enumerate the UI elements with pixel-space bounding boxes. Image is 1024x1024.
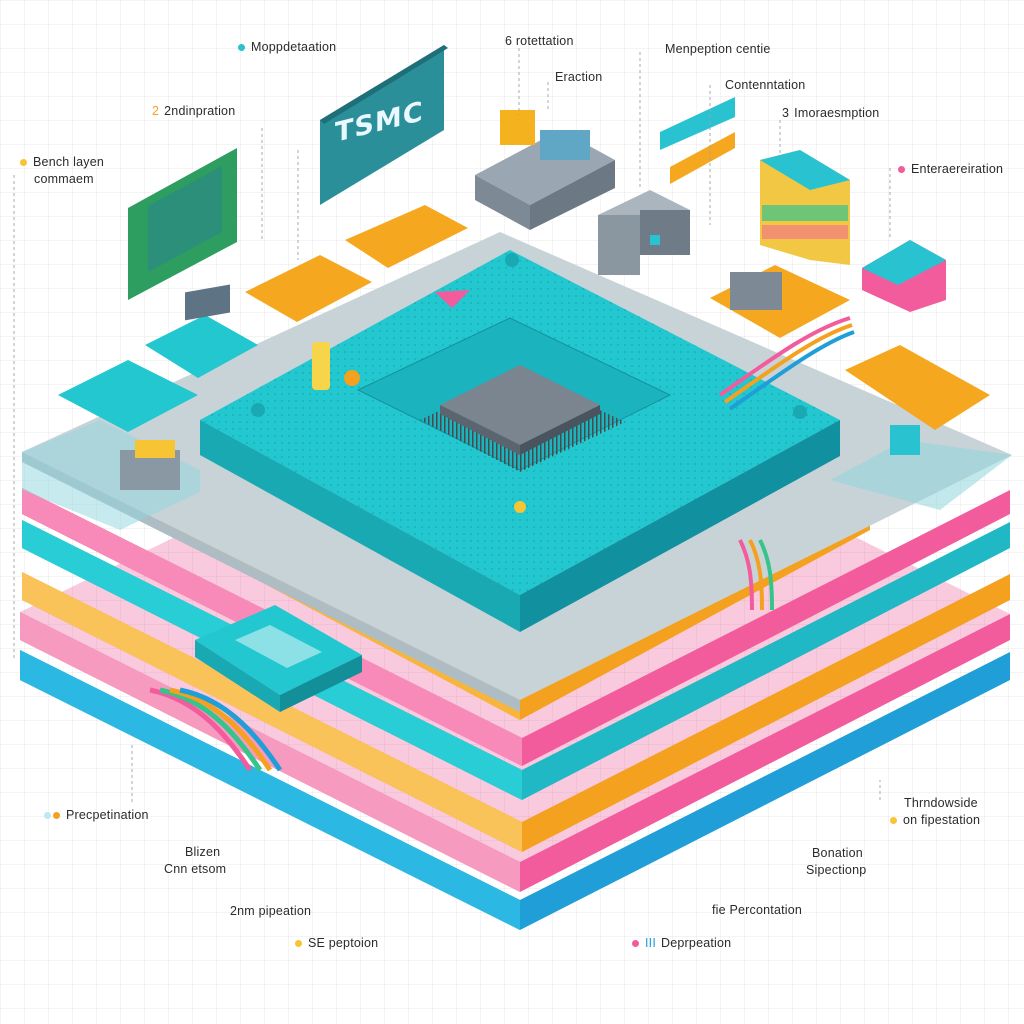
label-top-right: Menpeption centie <box>665 42 771 56</box>
label-bonation: Bonation <box>812 846 863 860</box>
chip-module-inset <box>195 605 362 712</box>
orange-pad-right-2 <box>845 345 990 430</box>
layer-orange-2 <box>22 572 1010 852</box>
label-bench-layer: Bench layen <box>20 155 104 169</box>
dot-icon <box>53 812 60 820</box>
teal-module <box>145 315 258 378</box>
factory-equipment <box>475 110 690 275</box>
orange-pad-2 <box>345 205 468 268</box>
processor-die <box>420 365 625 472</box>
tsmc-panel <box>320 45 448 205</box>
label-sipectionp: Sipectionp <box>806 863 867 877</box>
label-contentation: Contenntation <box>725 78 806 92</box>
label-thrndowside: Thrndowside <box>904 796 978 810</box>
label-top-center: Moppdetaation <box>238 40 336 54</box>
dot-icon <box>898 166 905 174</box>
label-bench-layer-2: commaem <box>34 172 94 186</box>
label-fie-percontation: fie Percontation <box>712 903 803 917</box>
layer-blue-bottom <box>20 650 1010 930</box>
label-enteraction: Enteraereiration <box>898 162 1003 176</box>
mount-hole <box>793 405 807 419</box>
layer-stack <box>20 232 1012 930</box>
label-se: SE peptoion <box>295 936 378 950</box>
orange-pad <box>245 255 372 322</box>
orange-strip <box>670 132 735 184</box>
solder-dot <box>344 370 360 386</box>
teal-module-2 <box>58 360 198 432</box>
label-2nm: 2nm pipeation <box>230 904 312 918</box>
label-blizen-2: Cnn etsom <box>164 862 227 876</box>
dot-icon <box>295 940 302 948</box>
leader-lines <box>13 48 891 805</box>
cyan-strip <box>660 97 735 150</box>
right-blocks <box>660 97 1012 510</box>
label-blizen: Blizen <box>185 845 221 859</box>
label-eraction: Eraction <box>555 70 603 84</box>
label-top-6: 6 rotettation <box>505 34 574 48</box>
solder-dot <box>514 501 526 513</box>
pointer-arrow <box>435 290 470 308</box>
dot-icon <box>890 817 897 825</box>
wire-ribbons <box>149 290 855 772</box>
dot-icon <box>44 812 51 820</box>
label-precpetion: Precpetination <box>44 808 149 822</box>
label-fipestation: on fipestation <box>890 813 980 827</box>
left-blocks <box>22 148 468 530</box>
mount-hole <box>251 403 265 417</box>
dot-icon <box>632 940 639 948</box>
dot-icon <box>238 44 245 52</box>
dot-icon <box>20 159 27 167</box>
connector-block <box>185 284 230 321</box>
capacitor <box>312 342 330 390</box>
mount-hole <box>505 253 519 267</box>
